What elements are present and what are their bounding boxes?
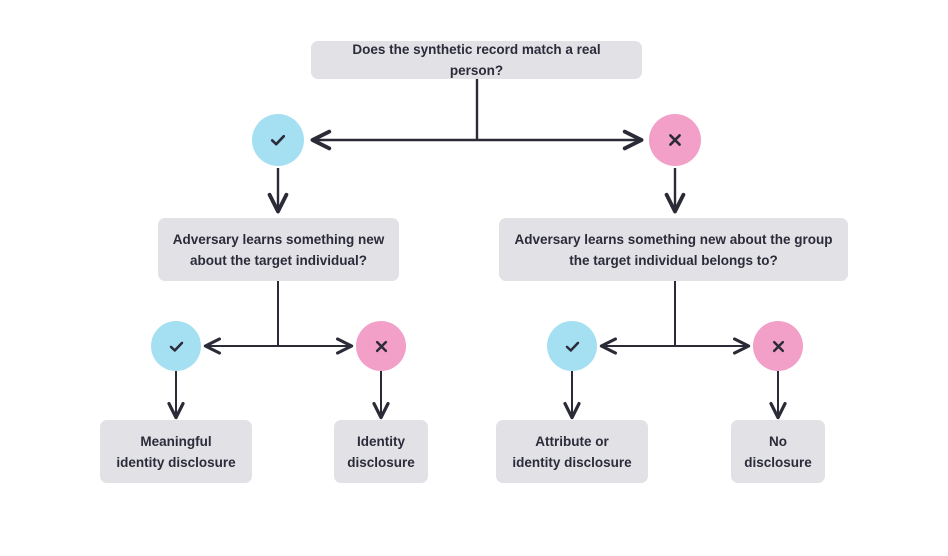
badge-no-left bbox=[356, 321, 406, 371]
badge-yes-left bbox=[151, 321, 201, 371]
outcome-label-3: Attribute or identity disclosure bbox=[512, 433, 632, 470]
check-icon bbox=[270, 134, 286, 146]
badge-yes-right bbox=[547, 321, 597, 371]
check-icon bbox=[169, 341, 183, 352]
root-question-box: Does the synthetic record match a real p… bbox=[311, 41, 642, 79]
cross-icon bbox=[772, 340, 784, 352]
outcome-box-no-disclosure: No disclosure bbox=[731, 420, 825, 483]
cross-icon bbox=[669, 134, 681, 146]
outcome-label-1: Meaningful identity disclosure bbox=[116, 433, 236, 470]
outcome-box-meaningful-identity-disclosure: Meaningful identity disclosure bbox=[100, 420, 252, 483]
badge-yes-root bbox=[252, 114, 304, 166]
outcome-label-2: Identity disclosure bbox=[347, 433, 415, 470]
level2-box-group: Adversary learns something new about the… bbox=[499, 218, 848, 281]
outcome-label-4: No disclosure bbox=[744, 433, 812, 470]
level2-label-group: Adversary learns something new about the… bbox=[514, 231, 833, 268]
badge-no-right bbox=[753, 321, 803, 371]
outcome-box-identity-disclosure: Identity disclosure bbox=[334, 420, 428, 483]
root-question-label: Does the synthetic record match a real p… bbox=[352, 42, 601, 78]
check-icon bbox=[565, 341, 579, 352]
cross-icon bbox=[375, 340, 387, 352]
outcome-box-attribute-or-identity-disclosure: Attribute or identity disclosure bbox=[496, 420, 648, 483]
badge-no-root bbox=[649, 114, 701, 166]
level2-box-individual: Adversary learns something new about the… bbox=[158, 218, 399, 281]
level2-label-individual: Adversary learns something new about the… bbox=[172, 231, 385, 268]
